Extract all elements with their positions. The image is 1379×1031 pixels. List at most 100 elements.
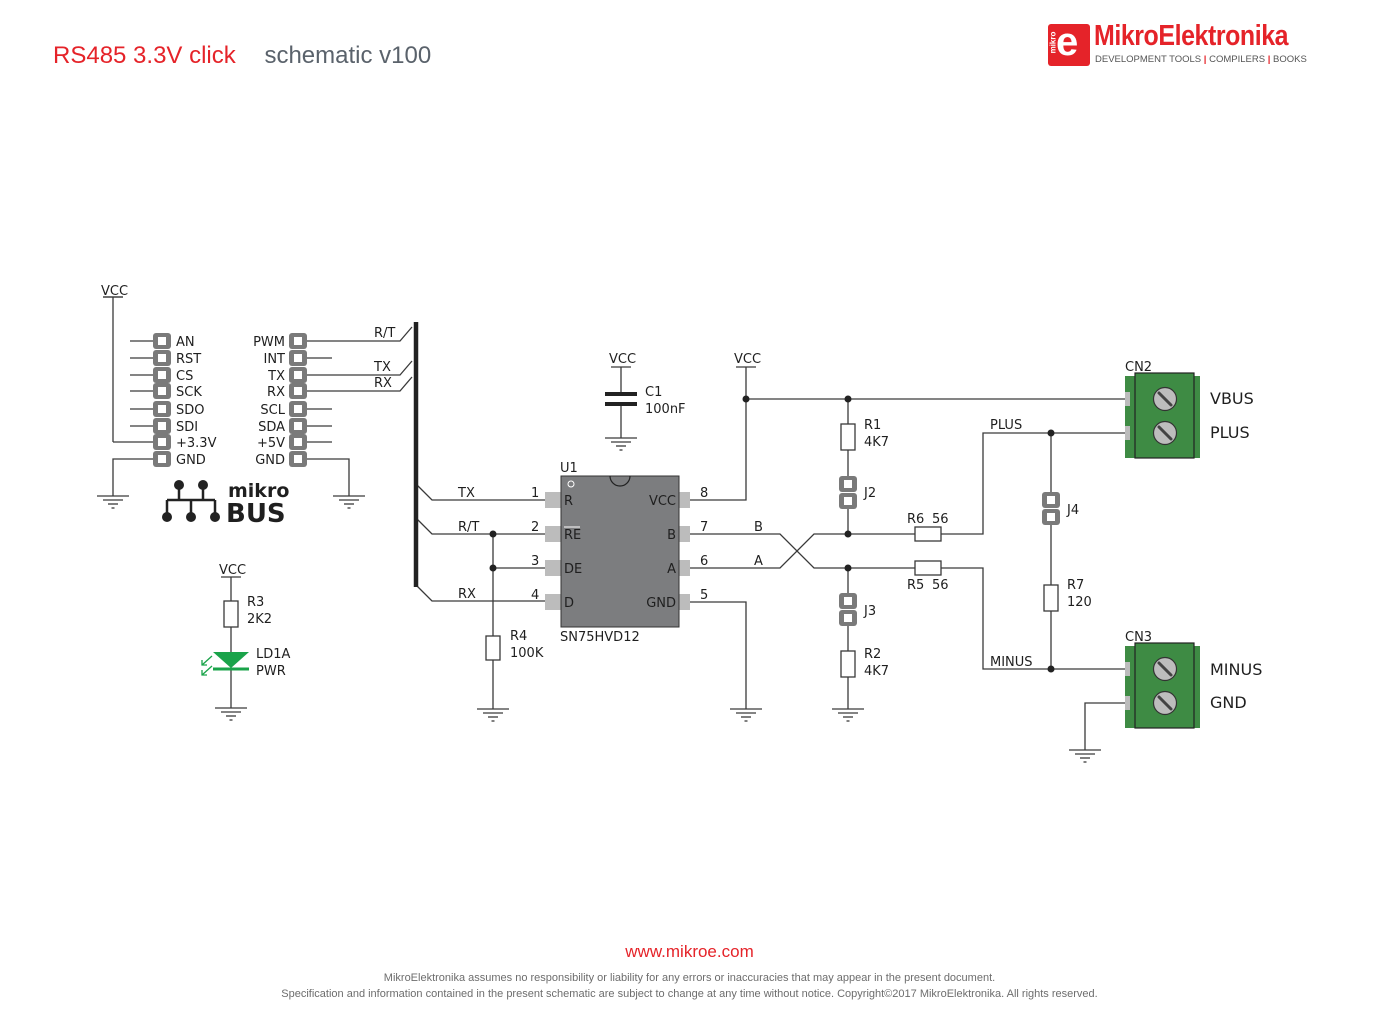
- resistor-r5: [914, 560, 942, 576]
- svg-text:2K2: 2K2: [247, 612, 272, 627]
- screw-icon: [1152, 420, 1178, 446]
- svg-text:4K7: 4K7: [864, 664, 889, 679]
- net-label: R/T: [374, 326, 395, 341]
- svg-text:A: A: [667, 562, 676, 577]
- svg-text:4: 4: [531, 588, 539, 603]
- pin-label: SCL: [260, 403, 285, 418]
- net-label: RX: [374, 376, 392, 391]
- pin-label: PWM: [253, 335, 285, 350]
- pin-label: SDI: [176, 420, 198, 435]
- svg-text:CN2: CN2: [1125, 360, 1152, 375]
- svg-text:120: 120: [1067, 595, 1092, 610]
- pin-label: AN: [176, 335, 195, 350]
- svg-text:2: 2: [531, 520, 539, 535]
- pin-label: SDO: [176, 403, 205, 418]
- svg-text:R1: R1: [864, 418, 881, 433]
- svg-text:VCC: VCC: [734, 352, 761, 367]
- svg-text:J2: J2: [863, 486, 876, 501]
- svg-text:1: 1: [531, 486, 539, 501]
- svg-text:D: D: [564, 596, 574, 611]
- logo-brand: MikroElektronika: [1094, 20, 1289, 52]
- svg-text:VCC: VCC: [219, 563, 246, 578]
- svg-text:VBUS: VBUS: [1210, 389, 1254, 408]
- svg-text:CN3: CN3: [1125, 630, 1152, 645]
- ground-icon: [476, 702, 510, 722]
- jumper-j4: [1042, 492, 1060, 525]
- resistor-r7: [1043, 584, 1059, 612]
- screw-icon: [1152, 386, 1178, 412]
- net-label-plus: PLUS: [990, 418, 1022, 433]
- svg-text:R6: R6: [907, 512, 924, 527]
- resistor-r4: [485, 635, 501, 661]
- website-link[interactable]: www.mikroe.com: [625, 942, 754, 961]
- svg-text:R2: R2: [864, 647, 881, 662]
- svg-text:VCC: VCC: [609, 352, 636, 367]
- svg-text:U1: U1: [560, 461, 578, 476]
- svg-text:56: 56: [932, 578, 949, 593]
- disclaimer-line-1: MikroElektronika assumes no responsibili…: [383, 972, 996, 984]
- transceiver-u1: R RE DE D VCC B A GND U1 SN75HVD12 1 2 3…: [457, 461, 763, 645]
- svg-text:8: 8: [700, 486, 708, 501]
- pin-label: SCK: [176, 385, 202, 400]
- svg-text:R: R: [564, 494, 573, 509]
- svg-text:GND: GND: [646, 596, 676, 611]
- document-type: schematic v100: [264, 42, 432, 69]
- svg-text:RE: RE: [564, 528, 581, 543]
- pin-label: INT: [264, 352, 286, 367]
- svg-text:100nF: 100nF: [645, 402, 686, 417]
- svg-text:PLUS: PLUS: [1210, 423, 1250, 442]
- net-label-minus: MINUS: [990, 655, 1033, 670]
- resistor-r1: [840, 423, 856, 451]
- svg-text:R3: R3: [247, 595, 264, 610]
- jumper-j3: [839, 593, 857, 626]
- svg-text:R7: R7: [1067, 578, 1084, 593]
- terminal-block-cn3: CN3 MINUS GND: [1125, 630, 1262, 729]
- svg-text:J4: J4: [1066, 503, 1079, 518]
- pin-label: RST: [176, 352, 201, 367]
- mikrobus-logo-icon: mikro BUS: [162, 480, 289, 529]
- pin-label: GND: [176, 453, 206, 468]
- svg-text:VCC: VCC: [649, 494, 676, 509]
- svg-text:3: 3: [531, 554, 539, 569]
- ground-icon: [96, 489, 130, 509]
- mikroelektronika-logo: mikro e MikroElektronika DEVELOPMENT TOO…: [1048, 20, 1320, 68]
- pin-label: TX: [267, 369, 285, 384]
- vcc-label: VCC: [101, 284, 128, 299]
- pin-label: +3.3V: [176, 436, 217, 451]
- svg-text:R/T: R/T: [458, 520, 479, 535]
- svg-text:100K: 100K: [510, 646, 544, 661]
- disclaimer-line-2: Specification and information contained …: [281, 988, 1098, 1000]
- svg-text:DE: DE: [564, 562, 582, 577]
- svg-text:R4: R4: [510, 629, 527, 644]
- resistor-r6: [914, 526, 942, 542]
- svg-text:GND: GND: [1210, 693, 1247, 712]
- svg-text:RX: RX: [458, 587, 476, 602]
- svg-text:MINUS: MINUS: [1210, 660, 1262, 679]
- screw-icon: [1152, 656, 1178, 682]
- capacitor-c1: VCC C1 100nF: [605, 352, 686, 417]
- pin-label: RX: [267, 385, 285, 400]
- pin-label: CS: [176, 369, 193, 384]
- svg-text:mikro: mikro: [228, 480, 289, 502]
- svg-text:PWR: PWR: [256, 664, 286, 679]
- ground-icon: [214, 701, 248, 721]
- svg-text:B: B: [667, 528, 676, 543]
- schematic-title: RS485 3.3V click schematic v100: [53, 42, 431, 70]
- terminal-block-cn2: CN2 VBUS PLUS: [1125, 360, 1254, 459]
- logo-tagline: DEVELOPMENT TOOLS | COMPILERS | BOOKS: [1095, 54, 1307, 65]
- resistor-r2: [840, 650, 856, 678]
- svg-text:R5: R5: [907, 578, 924, 593]
- svg-text:B: B: [754, 520, 763, 535]
- svg-text:J3: J3: [863, 604, 876, 619]
- svg-text:5: 5: [700, 588, 708, 603]
- screw-icon: [1152, 690, 1178, 716]
- board-name: RS485 3.3V click: [53, 42, 236, 69]
- pin-label: GND: [255, 453, 285, 468]
- logo-badge-icon: mikro e: [1048, 20, 1090, 66]
- ground-icon: [831, 702, 865, 722]
- mikrobus-right-header: [289, 333, 307, 467]
- resistor-r3: [223, 600, 239, 628]
- led-icon: [213, 652, 249, 668]
- svg-text:56: 56: [932, 512, 949, 527]
